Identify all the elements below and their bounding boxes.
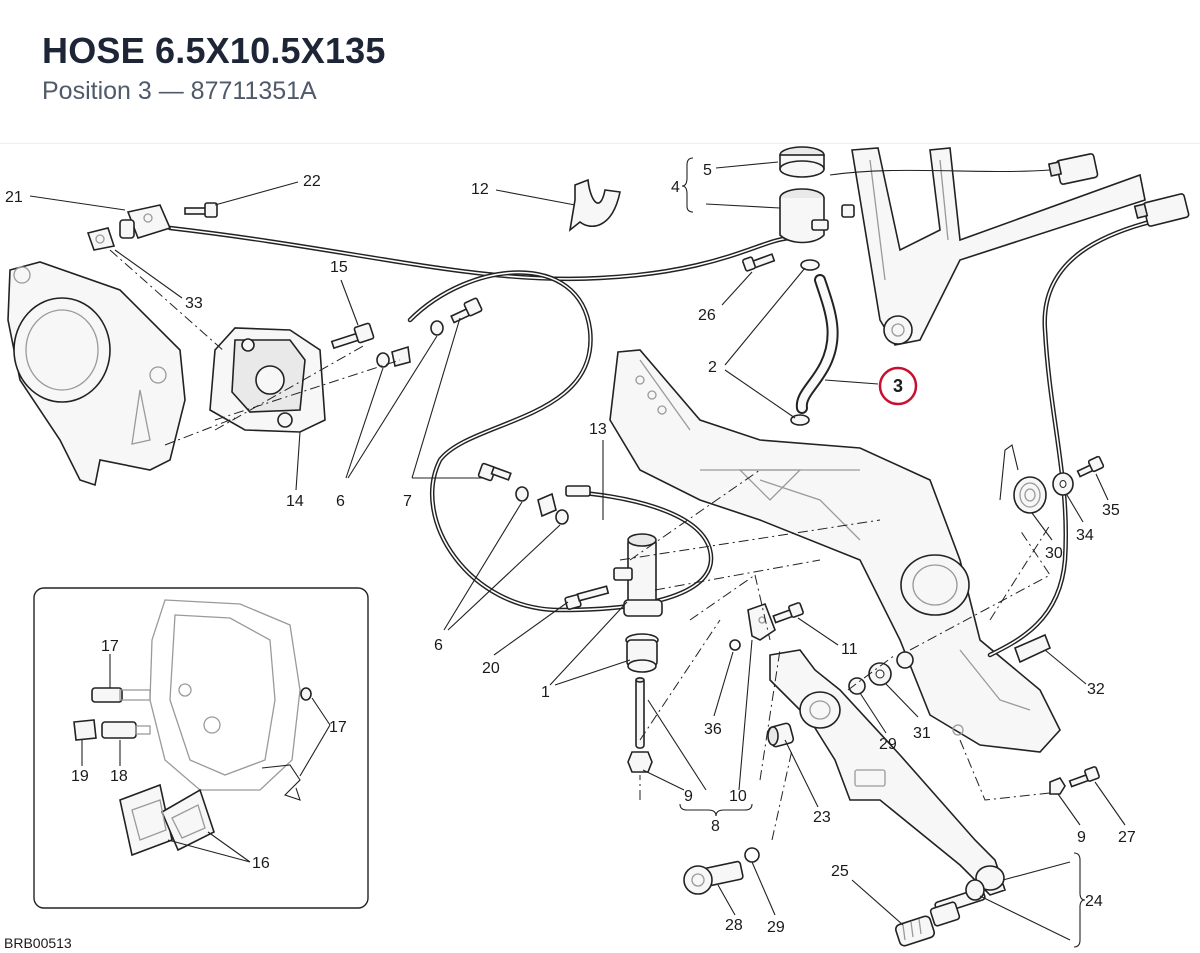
caliper-hose <box>407 270 714 613</box>
label-26: 26 <box>698 307 716 324</box>
reservoir-screw <box>742 253 776 272</box>
connector-top <box>1047 153 1099 185</box>
hose-clip <box>568 178 621 232</box>
reservoir-cap <box>779 146 825 178</box>
retaining-clip <box>729 639 741 651</box>
label-13: 13 <box>589 421 607 438</box>
upper-wire <box>829 169 1051 176</box>
label-36: 36 <box>704 721 722 738</box>
label-6-lower: 6 <box>434 637 443 654</box>
label-4: 4 <box>671 179 680 196</box>
label-15: 15 <box>330 259 348 276</box>
label-17-right: 17 <box>329 719 347 736</box>
label-6-upper: 6 <box>336 493 345 510</box>
label-14: 14 <box>286 493 304 510</box>
label-22: 22 <box>303 173 321 190</box>
inset-panel <box>33 587 369 909</box>
label-16: 16 <box>252 855 270 872</box>
frame-tube <box>851 147 1146 346</box>
label-9-left: 9 <box>684 788 693 805</box>
brake-lever <box>769 649 1007 896</box>
position-3-callout[interactable]: 3 <box>878 366 918 406</box>
label-29-lower: 29 <box>767 919 785 936</box>
label-25: 25 <box>831 863 849 880</box>
master-cylinder-bolt <box>564 585 610 610</box>
label-24: 24 <box>1085 893 1103 910</box>
banjo-bolt-7-lower <box>477 462 512 482</box>
rod-nut <box>627 751 653 773</box>
label-2: 2 <box>708 359 717 376</box>
brake-line <box>167 225 793 282</box>
label-27: 27 <box>1118 829 1136 846</box>
label-34: 34 <box>1076 527 1094 544</box>
peg-bolt <box>929 879 986 927</box>
clevis <box>747 602 776 641</box>
sensor-spacer <box>86 227 116 251</box>
label-11: 11 <box>841 641 858 658</box>
master-cylinder <box>613 533 663 617</box>
connector-right <box>1133 193 1190 227</box>
label-12: 12 <box>471 181 489 198</box>
label-23: 23 <box>813 809 831 826</box>
label-17-left: 17 <box>101 638 119 655</box>
position-3-number[interactable]: 3 <box>893 376 903 396</box>
cylinder-boot <box>625 633 659 673</box>
label-33: 33 <box>185 295 203 312</box>
label-1: 1 <box>541 684 550 701</box>
page-subtitle: Position 3 — 87711351A <box>42 77 317 105</box>
leader-lines <box>29 157 1126 948</box>
washer-set-6-lower <box>515 485 591 525</box>
spring-washer <box>1052 472 1074 496</box>
return-spring <box>999 444 1047 514</box>
label-20: 20 <box>482 660 500 677</box>
sensor-screw <box>184 202 218 218</box>
spring-screw <box>1076 455 1105 478</box>
page-title: HOSE 6.5X10.5X135 <box>42 30 386 71</box>
label-5: 5 <box>703 162 712 179</box>
hose-clamps <box>790 259 820 426</box>
footrest-bracket <box>609 349 1061 753</box>
lever-rubber <box>894 915 936 947</box>
pivot-pin <box>683 860 744 895</box>
push-rod <box>635 677 645 749</box>
caliper-bolt <box>330 322 375 350</box>
center-dash-lines <box>109 249 1051 841</box>
label-29-upper: 29 <box>879 736 897 753</box>
pivot-washers <box>848 651 914 695</box>
label-35: 35 <box>1102 502 1120 519</box>
header-divider <box>0 143 1200 144</box>
label-21: 21 <box>5 189 23 206</box>
label-8: 8 <box>711 818 720 835</box>
label-32: 32 <box>1087 681 1105 698</box>
label-28: 28 <box>725 917 743 934</box>
sensor-cable <box>987 211 1188 658</box>
label-30: 30 <box>1045 545 1063 562</box>
lever-bushing <box>767 722 795 748</box>
clevis-bolt <box>772 602 804 624</box>
sensor-plug <box>1013 633 1052 664</box>
label-18: 18 <box>110 768 128 785</box>
label-19: 19 <box>71 768 89 785</box>
label-10: 10 <box>729 788 747 805</box>
caliper-bracket <box>7 261 186 487</box>
banjo-bolt-7-upper <box>450 297 483 324</box>
speed-sensor <box>119 204 172 239</box>
pin-clip <box>744 847 760 863</box>
diagram-code: BRB00513 <box>4 935 72 951</box>
label-7: 7 <box>403 493 412 510</box>
label-31: 31 <box>913 725 931 742</box>
part-number-labels: 21 22 33 12 5 4 26 2 15 14 6 7 13 6 20 1… <box>5 162 1136 936</box>
washer-set-6-upper <box>376 320 444 368</box>
lower-screw <box>1049 766 1100 795</box>
hose-3 <box>795 274 839 414</box>
reservoir <box>779 188 855 244</box>
rear-caliper <box>209 327 326 433</box>
label-9-right: 9 <box>1077 829 1086 846</box>
